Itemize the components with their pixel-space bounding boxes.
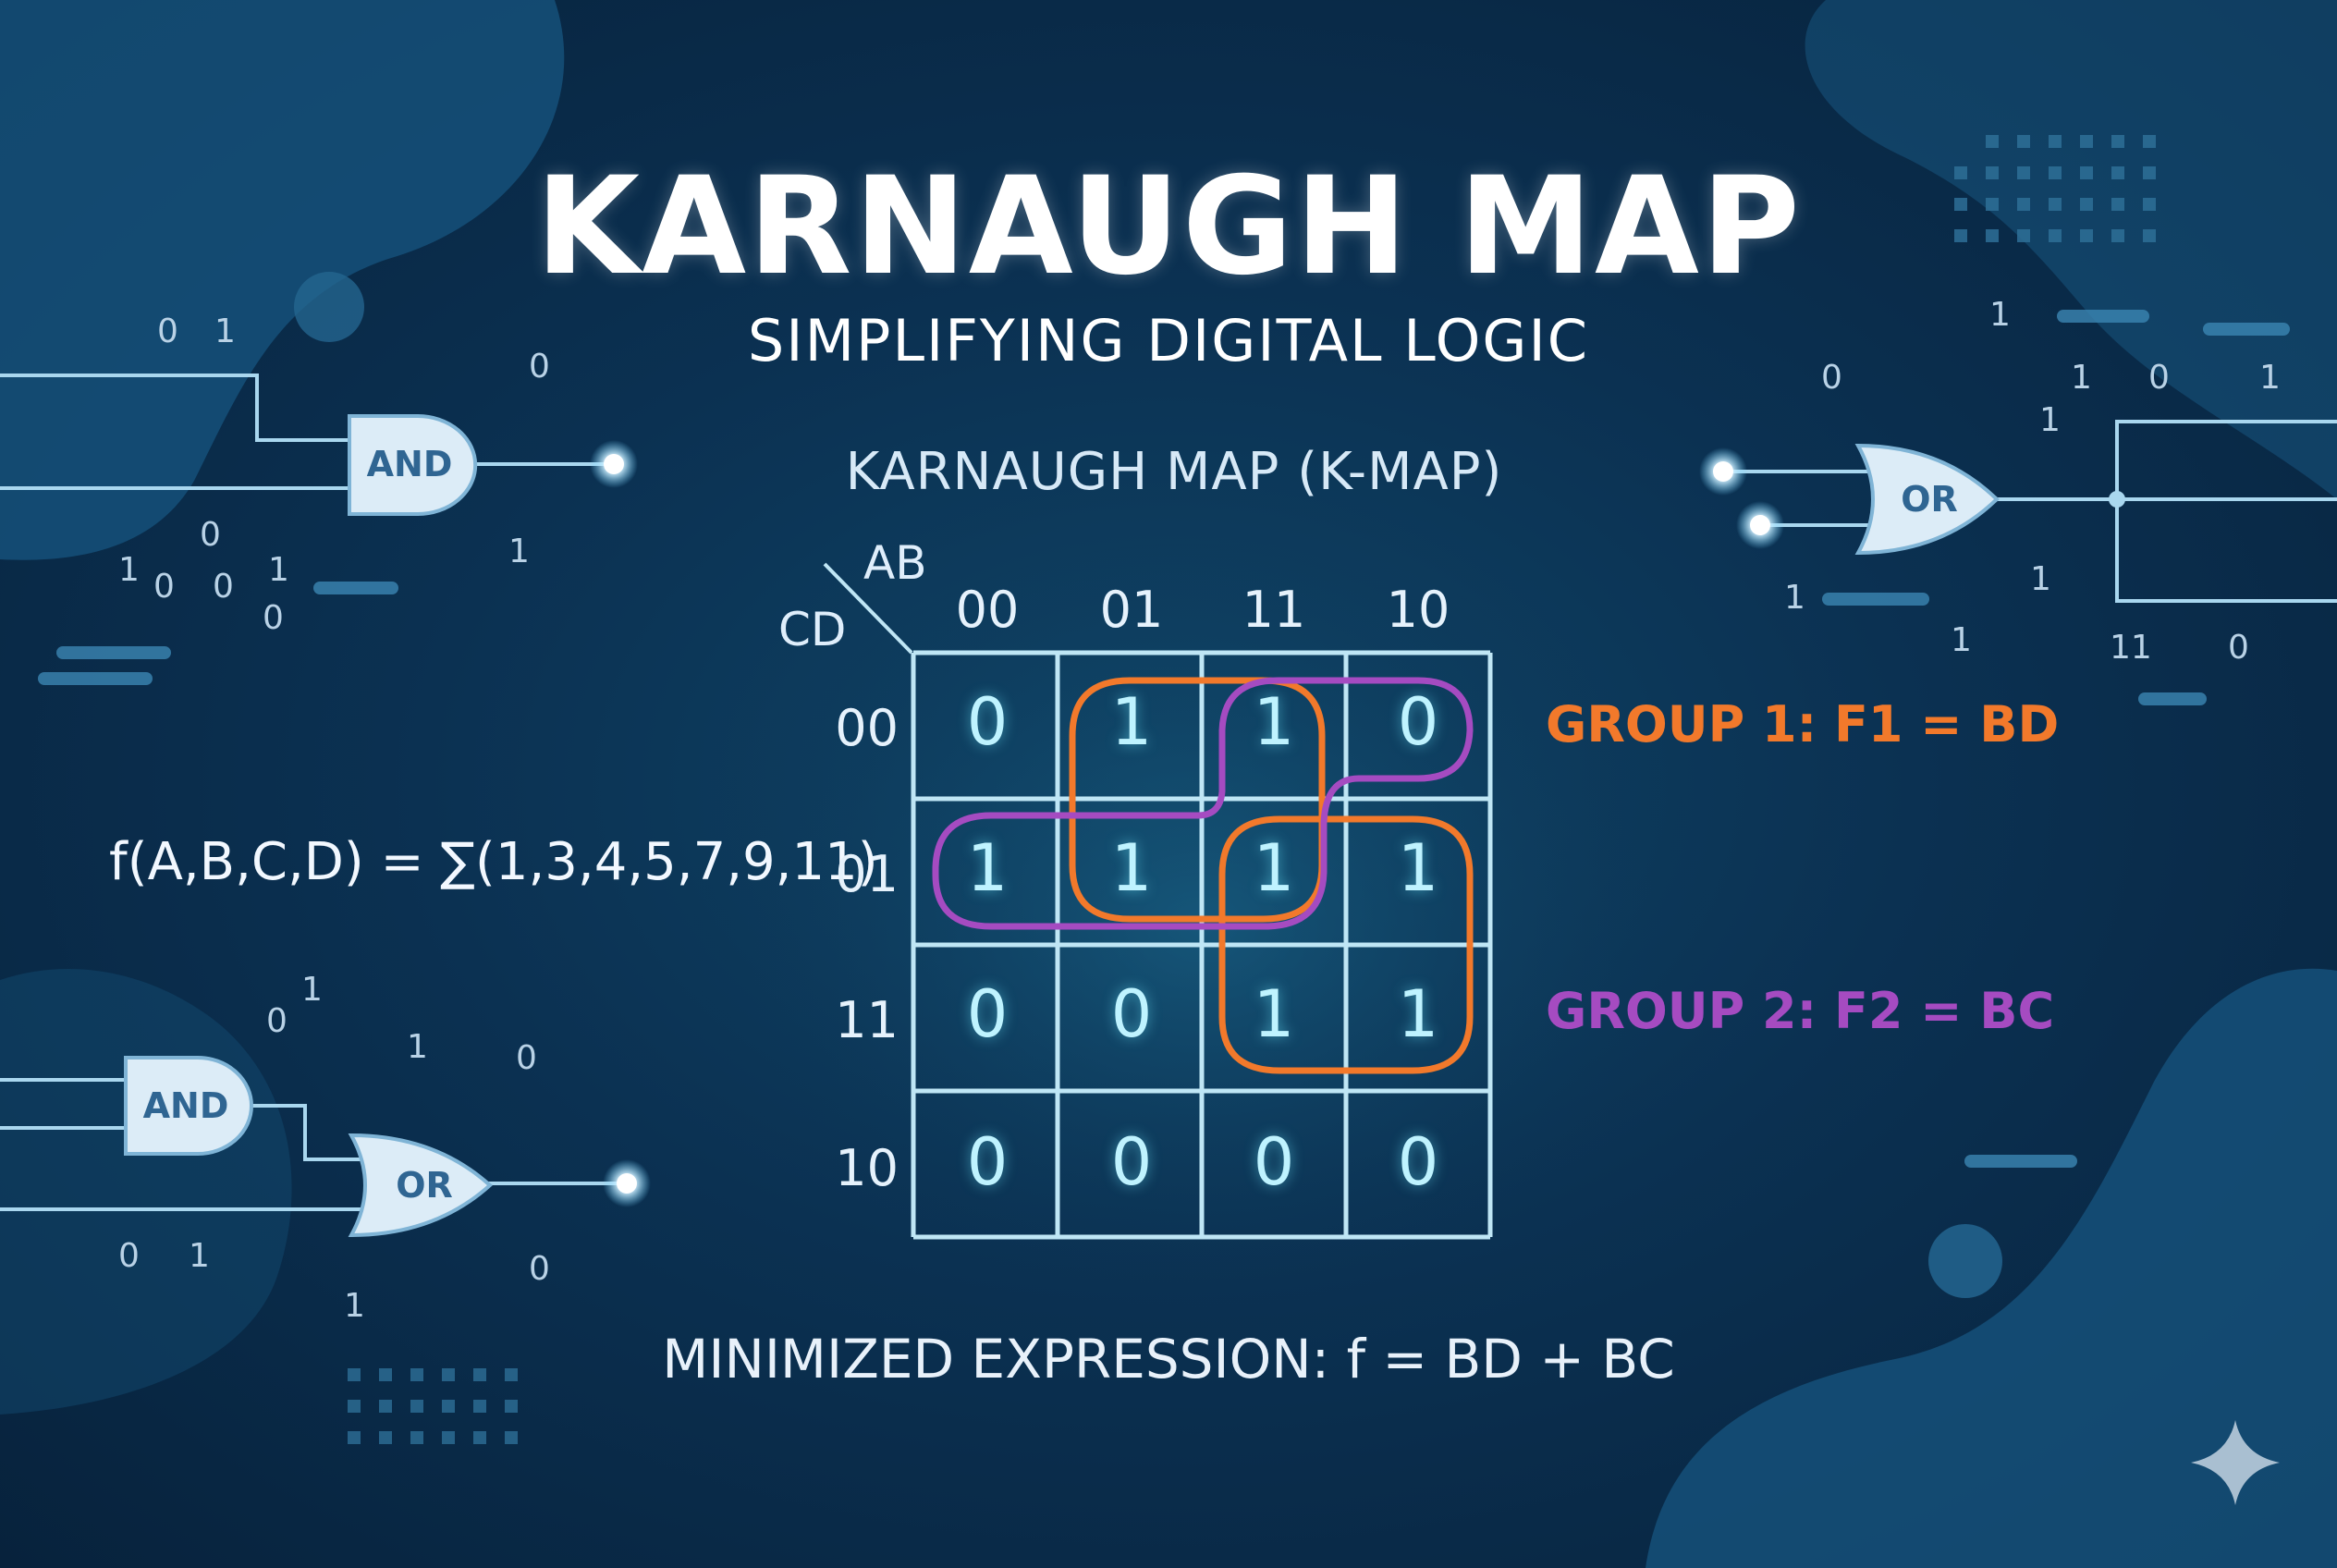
- and-gate-label: AND: [366, 444, 453, 484]
- and-gate-bottom-left: [124, 1056, 253, 1156]
- kmap-cell: 1: [1110, 830, 1153, 906]
- binary-digit: 0: [1821, 359, 1842, 397]
- kmap-col-header: 11: [1242, 581, 1306, 639]
- kmap-cell: 1: [966, 830, 1009, 906]
- binary-digit: 1: [189, 1237, 210, 1275]
- dash-decor: [38, 310, 2290, 1168]
- binary-digit: 0: [157, 312, 178, 350]
- binary-digit: 0: [516, 1039, 537, 1077]
- binary-digit: 0: [529, 348, 550, 386]
- binary-digit: 1: [268, 551, 289, 589]
- group1-label: GROUP 1: F1 = BD: [1546, 695, 2060, 753]
- binary-digit: 0: [2148, 359, 2170, 397]
- kmap-corner-diagonal: [823, 562, 913, 655]
- kmap-cell: 0: [966, 684, 1009, 760]
- orb-right: [1928, 1224, 2002, 1298]
- binary-digit: 1: [508, 533, 530, 570]
- kmap-cell: 0: [966, 1124, 1009, 1200]
- and-gate-label: AND: [142, 1085, 229, 1126]
- blob-bottom-right: [1646, 968, 2337, 1568]
- kmap-row-var: CD: [778, 603, 847, 656]
- circuit-top-left: [0, 374, 612, 490]
- binary-digit: 0: [529, 1250, 550, 1288]
- binary-digit: 1: [2259, 359, 2281, 397]
- binary-digit: 1: [2071, 359, 2092, 397]
- binary-digit: 0: [118, 1237, 140, 1275]
- dot-grid-top-right: [1954, 135, 2156, 242]
- or-gate-bottom-left: [348, 1133, 493, 1238]
- and-gate-top-left: [348, 414, 478, 516]
- blob-top-left: [0, 0, 565, 560]
- page-title: KARNAUGH MAP: [535, 148, 1802, 305]
- page-subtitle: SIMPLIFYING DIGITAL LOGIC: [747, 307, 1590, 374]
- or-gate-label: OR: [1901, 479, 1958, 520]
- sparkle-icon: [2191, 1420, 2280, 1505]
- kmap-row-header: 01: [835, 845, 899, 903]
- minimized-expression: MINIMIZED EXPRESSION: f = BD + BC: [662, 1328, 1675, 1390]
- kmap-cell: 0: [1110, 976, 1153, 1052]
- kmap-cell: 1: [1397, 830, 1439, 906]
- kmap-col-header: 10: [1386, 581, 1450, 639]
- binary-digit: 1: [407, 1028, 428, 1066]
- group2-label: GROUP 2: F2 = BC: [1546, 982, 2055, 1040]
- blob-top-right: [1805, 0, 2337, 499]
- binary-digit: 0: [200, 516, 221, 554]
- kmap-cell: 1: [1397, 976, 1439, 1052]
- circuit-bottom-left: [0, 1078, 625, 1211]
- binary-digit: 1: [344, 1287, 365, 1325]
- kmap-cell: 1: [1253, 684, 1295, 760]
- binary-digit: 1: [1989, 296, 2011, 334]
- or-gate-top-right: [1854, 443, 2000, 556]
- kmap-cell: 0: [1397, 1124, 1439, 1200]
- kmap-row-header: 11: [835, 991, 899, 1049]
- kmap-col-header: 01: [1099, 581, 1164, 639]
- binary-digit: 0: [263, 599, 284, 637]
- binary-digit: 0: [153, 568, 175, 606]
- kmap-grid: [911, 650, 1493, 1240]
- circuit-top-right: [1723, 420, 2337, 603]
- binary-digit: 0: [2228, 629, 2249, 667]
- kmap-row-header: 10: [835, 1139, 899, 1197]
- kmap-cell: 1: [1253, 976, 1295, 1052]
- binary-digit: 1: [118, 551, 140, 589]
- group2-outline: [932, 677, 1474, 930]
- kmap-cell: 1: [1110, 684, 1153, 760]
- binary-digit: 0: [213, 568, 234, 606]
- kmap-row-header: 00: [835, 699, 899, 757]
- kmap-col-var: AB: [863, 536, 927, 590]
- group1-outline: [1069, 677, 1474, 1074]
- binary-digit: 1: [301, 971, 323, 1009]
- binary-digit: 1: [1784, 579, 1805, 617]
- binary-digit: 11: [2110, 629, 2152, 667]
- binary-digit: 0: [266, 1002, 288, 1040]
- binary-digit: 1: [2039, 401, 2061, 439]
- kmap-col-header: 00: [955, 581, 1020, 639]
- function-formula: f(A,B,C,D) = ∑(1,3,4,5,7,9,11): [109, 832, 878, 892]
- orb-left: [294, 272, 364, 342]
- binary-digit: 1: [2030, 560, 2051, 598]
- binary-digit: 1: [214, 312, 236, 350]
- kmap-cell: 0: [1253, 1124, 1295, 1200]
- kmap-cell: 1: [1253, 830, 1295, 906]
- kmap-title: KARNAUGH MAP (K-MAP): [845, 442, 1503, 502]
- kmap-cell: 0: [1397, 684, 1439, 760]
- kmap-cell: 0: [1110, 1124, 1153, 1200]
- or-gate-label: OR: [396, 1165, 453, 1206]
- binary-digit: 1: [1951, 621, 1972, 659]
- dot-grid-bottom-left: [348, 1368, 518, 1444]
- kmap-cell: 0: [966, 976, 1009, 1052]
